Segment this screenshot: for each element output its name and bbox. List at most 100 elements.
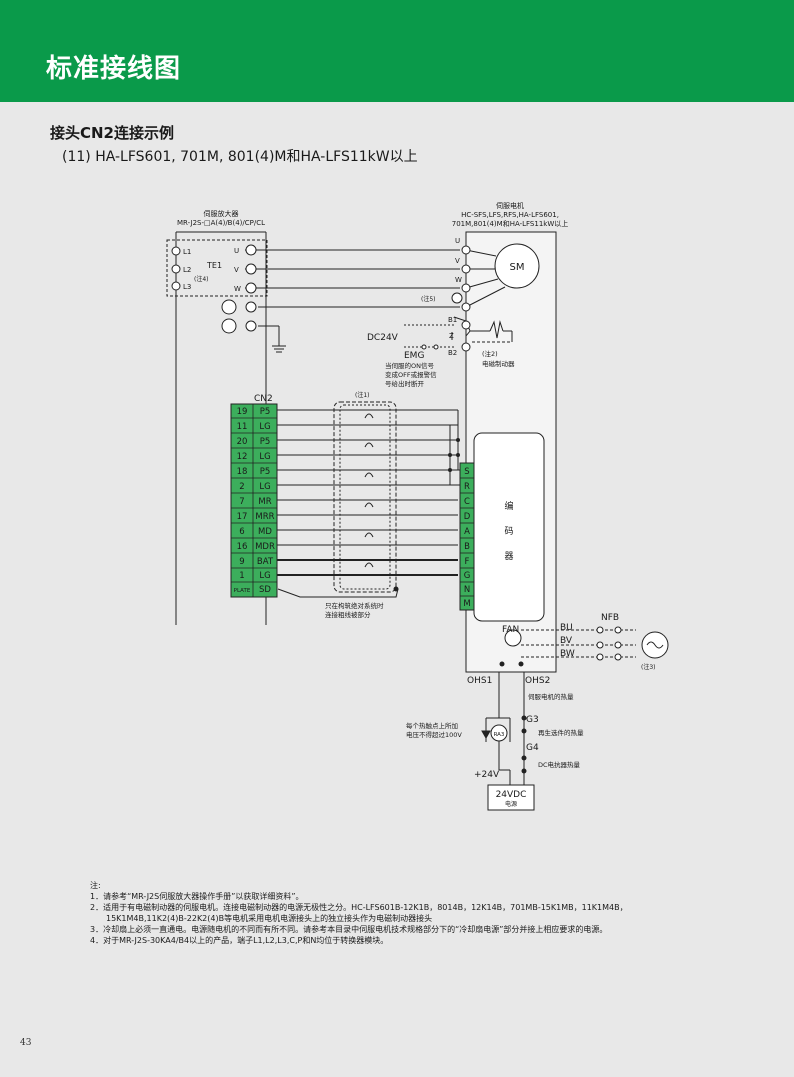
sm-label: SM [510,262,525,273]
fan-label: FAN [502,625,519,635]
brake-z: Z [449,332,454,340]
cn2-pin-num: 11 [237,422,248,432]
note-line: 4．对于MR-J2S-30KA4/B4以上的产品，端子L1,L2,L3,C,P和… [90,936,389,945]
fan-phase-bw: BW [560,649,575,659]
brake-desc-1: 当伺服的ON信号 [385,361,434,370]
cn2-pin-num: PLATE [234,588,251,594]
cn2-pin-sig: LG [259,422,270,432]
cn2-pin-num: 17 [237,512,248,522]
terminal-l2: L2 [183,266,191,274]
cn2-pin-num: 18 [237,467,248,477]
encoder-char: 码 [504,526,513,537]
encoder-char: 器 [504,551,513,562]
page-number: 43 [20,1038,32,1048]
brake-label: 电磁制动器 [482,359,515,368]
note-line: 15K1M4B,11K2(4)B-22K2(4)B等电机采用电机电源接头上的独立… [90,914,433,923]
section-title: 接头CN2连接示例 [50,124,174,142]
note2-label: (注2) [482,349,498,358]
fan-phase-bu: BU [560,623,573,633]
cn2-pin-sig: MR [258,497,271,507]
note5-label: (注5) [421,295,436,303]
brake-desc-3: 号给出时断开 [385,379,425,388]
terminal-l1: L1 [183,248,191,256]
encoder-pin-column: S R C D A B F G N M [459,462,475,611]
motor-terminal-u: U [455,237,460,245]
cn2-pin-table: 19 P5 11 LG 20 P5 12 LG 18 P5 2 LG 7 MR … [230,403,278,598]
encoder-pin: A [464,527,470,537]
encoder-pin: F [465,557,470,567]
fan-phase-bv: BV [560,636,573,646]
motor-heat-label: 伺服电机的热量 [528,692,574,701]
section-subtitle: (11) HA-LFS601, 701M, 801(4)M和HA-LFS11kW… [62,149,418,165]
motor-terminal-w: W [455,276,462,284]
psu-label: 24VDC [496,790,527,800]
dc-heat-label: DC电抗器热量 [538,760,581,769]
emg-label: EMG [404,351,424,361]
cn2-pin-sig: LG [259,452,270,462]
shield-note-1: 只在构筑绝对系统时 [325,601,384,610]
note4-label: (注4) [194,275,209,283]
cn2-pin-sig: LG [259,482,270,492]
cn2-pin-num: 20 [237,437,248,447]
cn2-pin-num: 12 [237,452,248,462]
cn2-pin-sig: MRR [255,512,274,522]
note-line: 3．冷却扇上必须一直通电。电源随电机的不同而有所不同。请参考本目录中伺服电机技术… [90,925,608,934]
brake-desc-2: 变成OFF或报警信 [385,370,437,379]
cn2-pin-sig: SD [259,585,271,595]
amplifier-model: MR-J2S-□A(4)/B(4)/CP/CL [177,219,265,227]
psu-sub-label: 电源 [505,800,517,808]
amp-output-u: U [234,247,239,255]
encoder-char: 编 [504,500,513,512]
cn2-title: CN2 [254,394,273,404]
motor-name: 伺服电机 [496,201,524,210]
amp-output-v: V [234,266,239,274]
motor-models-1: HC-SFS,LFS,RFS,HA-LFS601, [461,211,559,219]
encoder-pin: M [463,599,470,609]
nfb-label: NFB [601,613,619,623]
cn2-pin-sig: MDR [255,542,275,552]
cn2-pin-num: 16 [237,542,248,552]
encoder-pin: S [464,467,469,477]
motor-models-2: 701M,801(4)M和HA-LFS11kW以上 [452,219,569,228]
encoder-pin: N [464,585,470,595]
cn2-pin-num: 7 [239,497,244,507]
brake-b1: B1 [448,316,457,324]
cn2-pin-num: 1 [239,571,244,581]
header-bar: 标准接线图 [0,0,794,102]
brake-b2: B2 [448,349,457,357]
note1-label: (注1) [355,391,370,399]
notes-section: 注: 1．请参考“MR-J2S伺服放大器操作手册”以获取详细资料”。 2．适用于… [90,880,770,946]
note-line: 2．适用于有电磁制动器的伺服电机。连接电磁制动器的电源无极性之分。HC-LFS6… [90,903,628,912]
g4-label: G4 [526,743,539,753]
page-title: 标准接线图 [46,54,182,84]
cn2-pin-sig: P5 [260,407,271,417]
cn2-pin-sig: LG [259,571,270,581]
amp-output-w: W [234,285,241,293]
te1-label: TE1 [206,261,222,270]
encoder-pin: D [464,512,471,522]
encoder-pin: R [464,482,470,492]
cn2-pin-num: 19 [237,407,248,417]
amplifier-name: 伺服放大器 [204,209,239,218]
dc24v-label: DC24V [367,333,399,343]
contact-note-1: 每个热触点上所加 [406,721,458,730]
note3-label: (注3) [641,663,656,671]
contact-note-2: 电压不得超过100V [406,730,462,739]
shield-note-2: 连接粗线被部分 [325,610,371,619]
ohs2-label: OHS2 [525,676,550,686]
cn2-pin-num: 2 [239,482,244,492]
note-line: 1．请参考“MR-J2S伺服放大器操作手册”以获取详细资料”。 [90,892,304,901]
terminal-l3: L3 [183,283,191,291]
regen-heat-label: 再生选件的热量 [538,728,584,737]
cn2-pin-sig: P5 [260,467,271,477]
cn2-pin-num: 6 [239,527,244,537]
plus24v-label: +24V [474,770,500,780]
note-line: 注: [90,881,101,890]
encoder-pin: B [464,542,470,552]
cn2-pin-sig: P5 [260,437,271,447]
ra3-label: RA3 [494,732,505,738]
cn2-pin-sig: MD [258,527,272,537]
g3-label: G3 [526,715,539,725]
encoder-pin: G [464,571,471,581]
